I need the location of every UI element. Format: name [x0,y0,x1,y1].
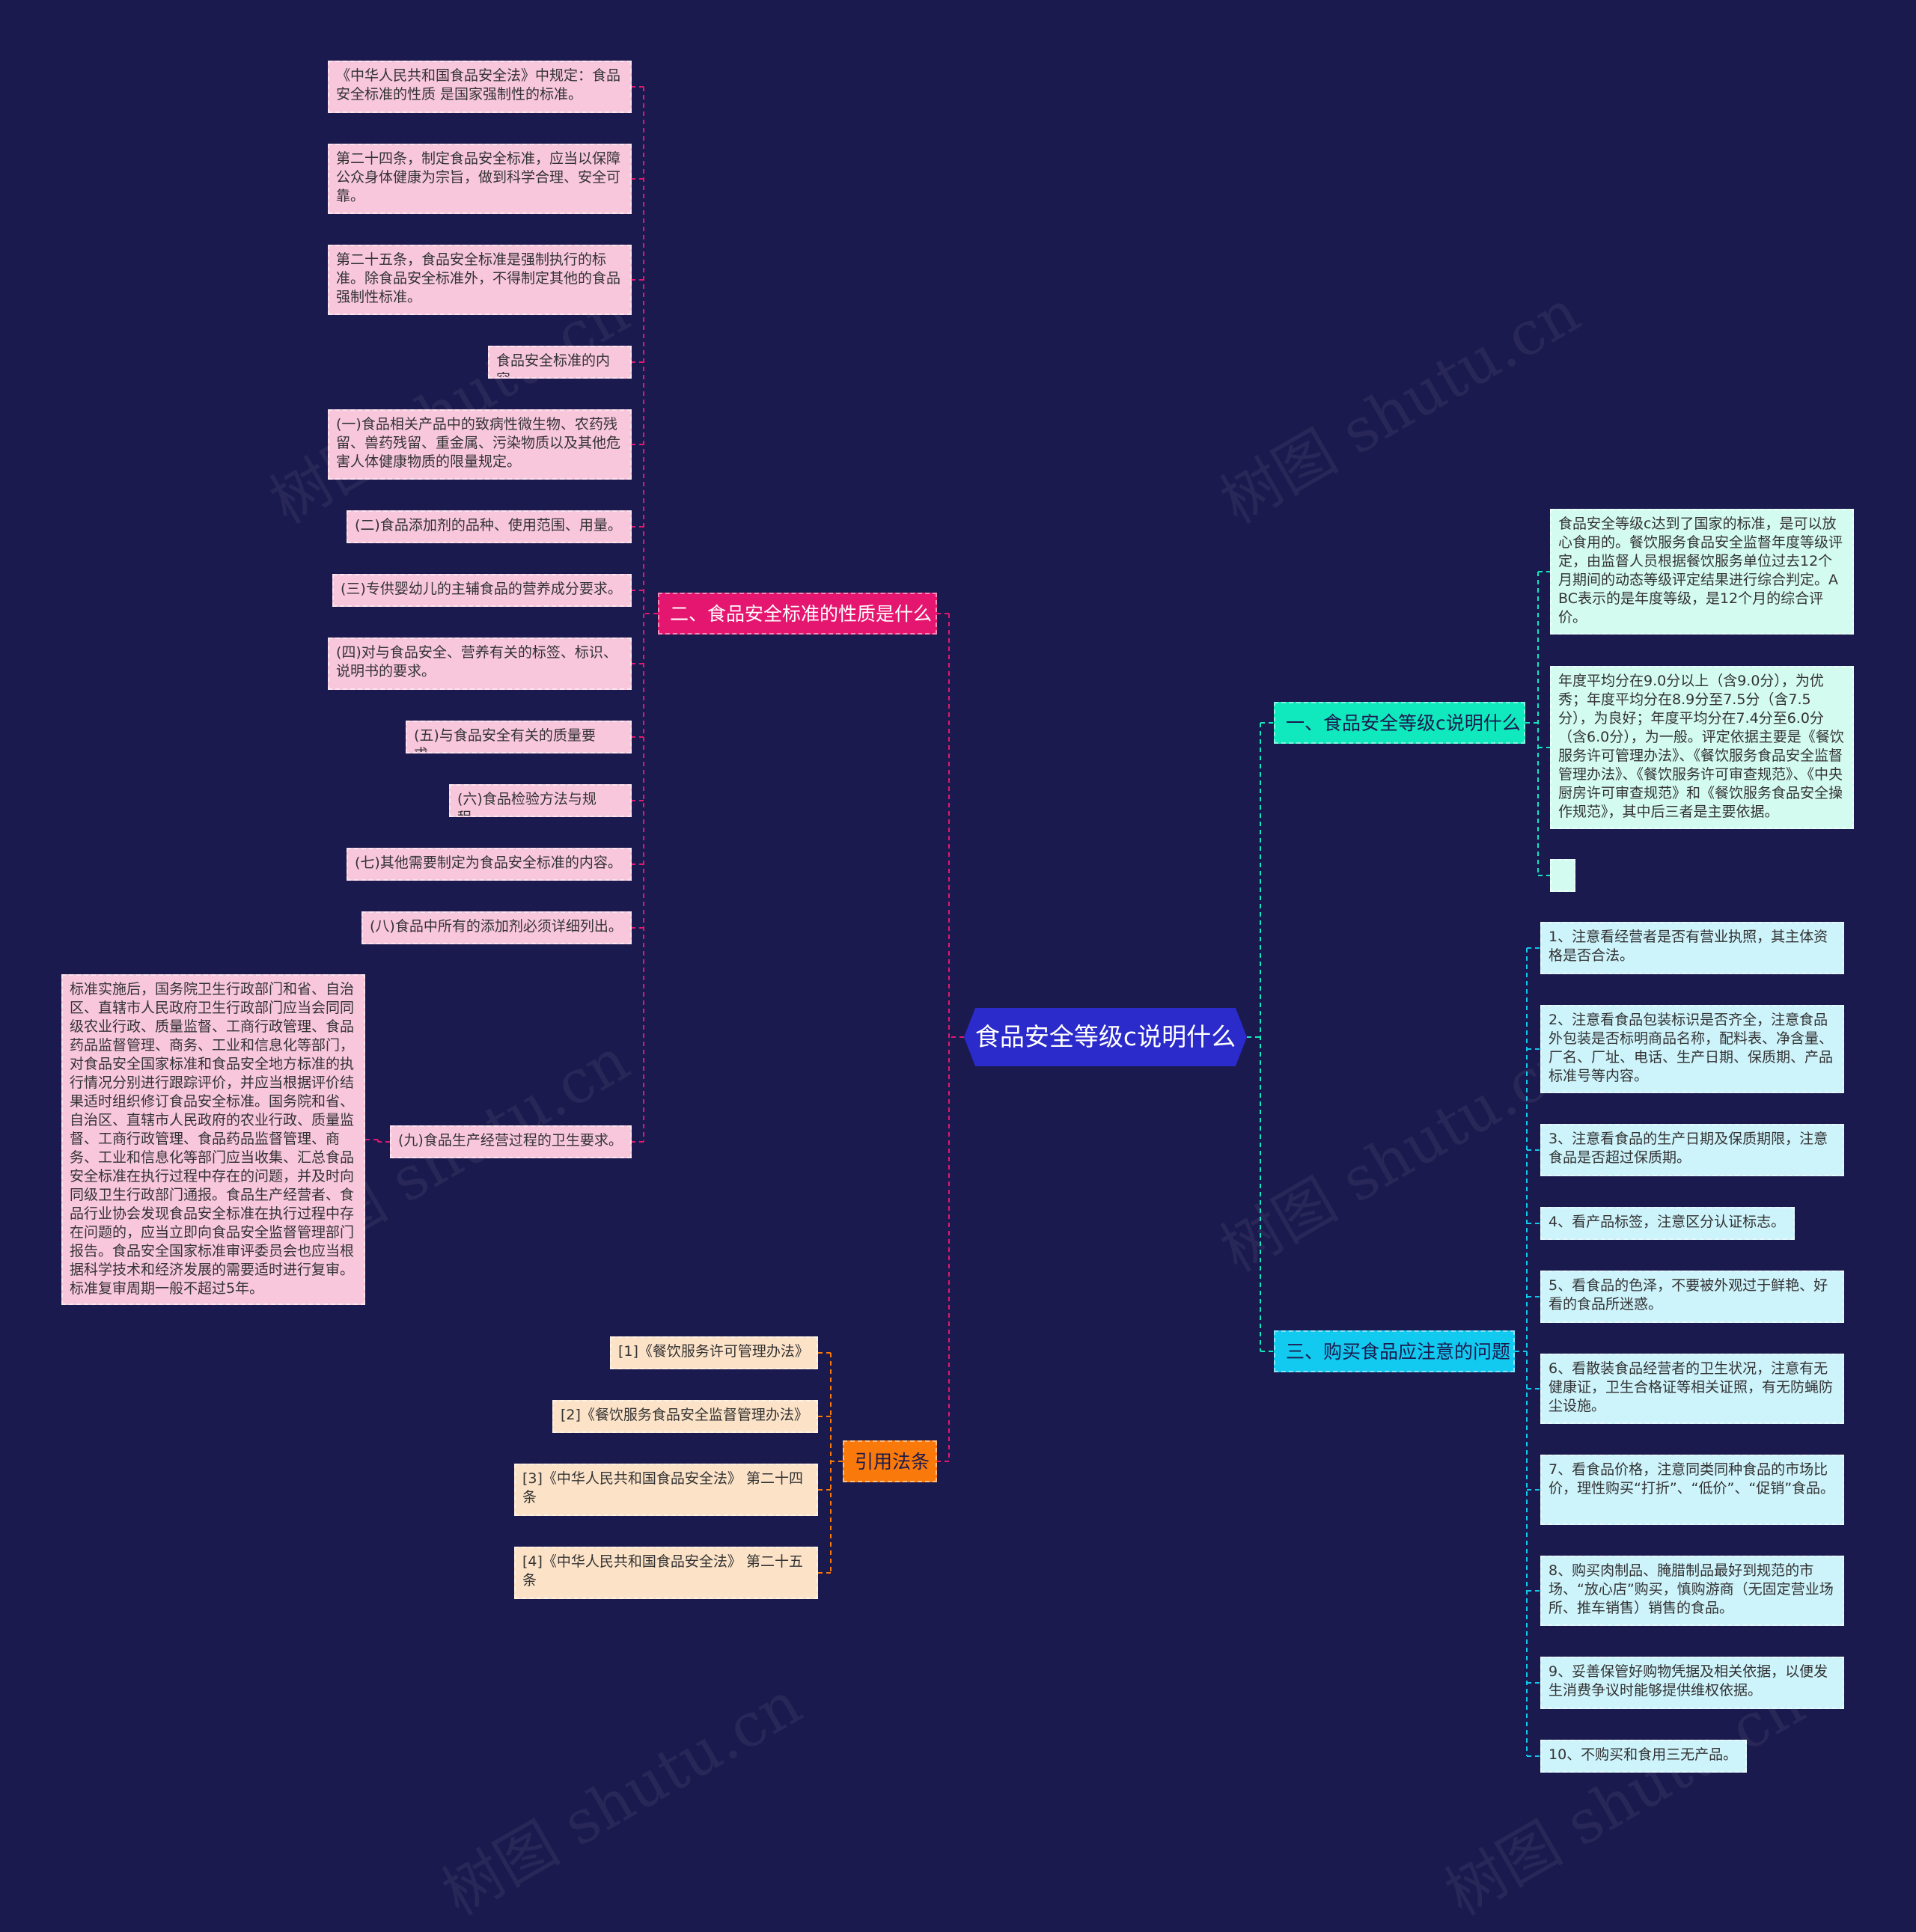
leaf-node[interactable]: 第二十五条，食品安全标准是强制执行的标准。除食品安全标准外，不得制定其他的食品强… [328,245,632,315]
leaf-node[interactable]: (六)食品检验方法与规程。 [449,784,632,817]
leaf-node[interactable]: [3]《中华人民共和国食品安全法》 第二十四条 [514,1464,818,1516]
leaf-node[interactable]: (八)食品中所有的添加剂必须详细列出。 [361,911,632,944]
leaf-node[interactable]: 4、看产品标签，注意区分认证标志。 [1540,1207,1795,1240]
leaf-node[interactable]: 8、购买肉制品、腌腊制品最好到规范的市场、“放心店”购买，慎购游商（无固定营业场… [1540,1556,1844,1626]
connector-lines [365,86,1550,1757]
leaf-node[interactable]: (三)专供婴幼儿的主辅食品的营养成分要求。 [332,574,632,607]
leaf-node[interactable]: 6、看散装食品经营者的卫生状况，注意有无健康证，卫生合格证等相关证照，有无防蝇防… [1540,1354,1844,1424]
leaf-node[interactable]: (四)对与食品安全、营养有关的标签、标识、说明书的要求。 [328,638,632,690]
leaf-node[interactable] [1550,859,1575,892]
leaf-node[interactable]: (一)食品相关产品中的致病性微生物、农药残留、兽药残留、重金属、污染物质以及其他… [328,409,632,480]
leaf-node[interactable]: (二)食品添加剂的品种、使用范围、用量。 [347,510,632,543]
sub-note-node[interactable]: 标准实施后，国务院卫生行政部门和省、自治区、直辖市人民政府卫生行政部门应当会同同… [61,974,365,1305]
leaf-node[interactable]: 7、看食品价格，注意同类同种食品的市场比价，理性购买“打折”、“低价”、“促销”… [1540,1455,1844,1525]
leaf-node[interactable]: [4]《中华人民共和国食品安全法》 第二十五条 [514,1547,818,1599]
leaf-node[interactable]: 食品安全标准的内容 [488,346,632,379]
leaf-node[interactable]: 《中华人民共和国食品安全法》中规定：食品安全标准的性质 是国家强制性的标准。 [328,61,632,113]
leaf-node[interactable]: [2]《餐饮服务食品安全监督管理办法》 [552,1400,818,1433]
root-topic[interactable]: 食品安全等级c说明什么 [964,1008,1247,1066]
leaf-node[interactable]: [1]《餐饮服务许可管理办法》 [610,1336,818,1369]
leaf-node[interactable]: (五)与食品安全有关的质量要求。 [406,721,632,753]
branch-topic-buying-tips[interactable]: 三、购买食品应注意的问题 [1274,1330,1515,1372]
leaf-node[interactable]: 1、注意看经营者是否有营业执照，其主体资格是否合法。 [1540,922,1844,974]
leaf-node[interactable]: 年度平均分在9.0分以上（含9.0分），为优秀；年度平均分在8.9分至7.5分（… [1550,666,1854,829]
leaf-node[interactable]: 3、注意看食品的生产日期及保质期限，注意食品是否超过保质期。 [1540,1124,1844,1176]
leaf-node[interactable]: (九)食品生产经营过程的卫生要求。 [390,1125,632,1158]
branch-topic-level-c-meaning[interactable]: 一、食品安全等级c说明什么 [1274,702,1525,744]
leaf-node[interactable]: (七)其他需要制定为食品安全标准的内容。 [347,848,632,881]
leaf-node[interactable]: 10、不购买和食用三无产品。 [1540,1740,1747,1773]
leaf-node[interactable]: 9、妥善保管好购物凭据及相关依据，以便发生消费争议时能够提供维权依据。 [1540,1657,1844,1709]
leaf-node[interactable]: 食品安全等级c达到了国家的标准，是可以放心食用的。餐饮服务食品安全监督年度等级评… [1550,509,1854,635]
leaf-node[interactable]: 2、注意看食品包装标识是否齐全，注意食品外包装是否标明商品名称，配料表、净含量、… [1540,1005,1844,1093]
branch-topic-cited-laws[interactable]: 引用法条 [843,1440,937,1482]
leaf-node[interactable]: 5、看食品的色泽，不要被外观过于鲜艳、好看的食品所迷惑。 [1540,1271,1844,1323]
branch-topic-standard-nature[interactable]: 二、食品安全标准的性质是什么 [658,593,937,635]
leaf-node[interactable]: 第二十四条，制定食品安全标准，应当以保障公众身体健康为宗旨，做到科学合理、安全可… [328,144,632,214]
